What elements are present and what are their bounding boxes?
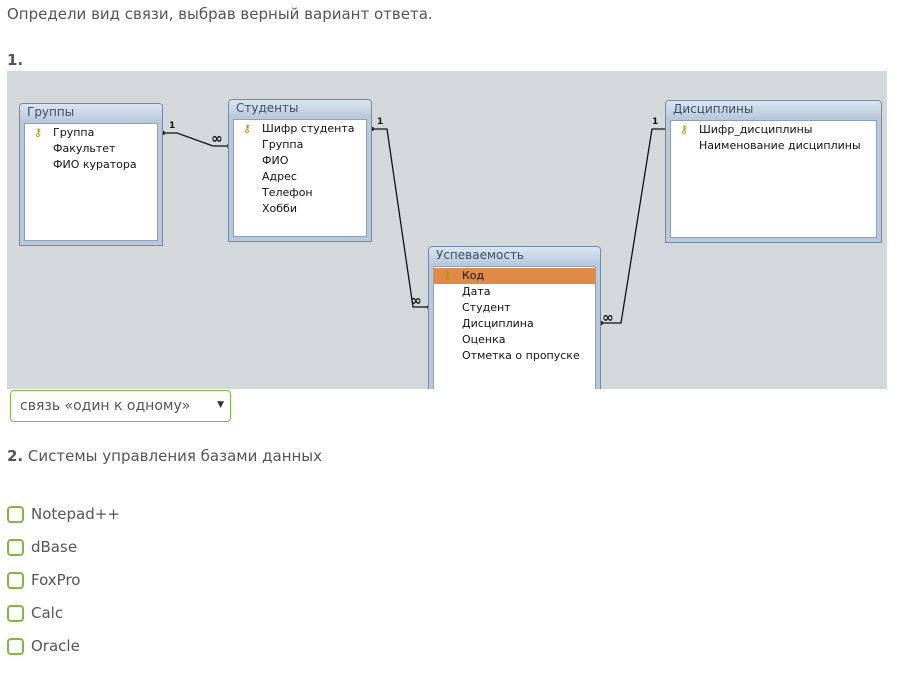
relation-line-disciplines-progress xyxy=(601,128,667,324)
instruction-text: Определи вид связи, выбрав верный вариан… xyxy=(7,5,433,23)
relation-one-label: 1 xyxy=(169,121,176,131)
table-field: Отметка о пропуске xyxy=(434,348,595,364)
field-label: Наименование дисциплины xyxy=(699,139,861,152)
field-label: Адрес xyxy=(262,170,297,183)
question-2-number: 2. xyxy=(7,447,24,465)
checkbox[interactable] xyxy=(7,605,24,622)
table-field: ФИО xyxy=(234,153,366,169)
table-field: ФИО куратора xyxy=(25,157,157,173)
table-field: Телефон xyxy=(234,185,366,201)
table-fields: ⚷ Шифр_дисциплины Наименование дисциплины xyxy=(670,120,877,238)
table-field-selected: ⚷ Код xyxy=(434,268,595,284)
option-label: FoxPro xyxy=(31,571,81,589)
question-2-text: 2. Системы управления базами данных xyxy=(7,447,322,465)
field-label: Отметка о пропуске xyxy=(462,349,580,362)
relation-line-groups-students xyxy=(163,132,229,147)
table-disciplines: Дисциплины ⚷ Шифр_дисциплины Наименование… xyxy=(665,100,882,243)
chevron-down-icon: ▼ xyxy=(217,400,224,410)
table-field: Адрес xyxy=(234,169,366,185)
relationship-diagram: 1 ∞ 1 ∞ 1 ∞ Группы ⚷ Группа Факультет ФИО… xyxy=(7,71,887,389)
checkbox[interactable] xyxy=(7,506,24,523)
checkbox[interactable] xyxy=(7,539,24,556)
table-field: Дисциплина xyxy=(434,316,595,332)
table-fields: ⚷Шифр студента Группа ФИО Адрес Телефон … xyxy=(233,119,367,237)
field-label: Студент xyxy=(462,301,511,314)
field-label: Дата xyxy=(462,285,491,298)
relation-line-students-progress xyxy=(372,128,429,308)
table-field: Дата xyxy=(434,284,595,300)
relation-many-label: ∞ xyxy=(602,310,614,326)
field-label: Оценка xyxy=(462,333,506,346)
relation-many-label: ∞ xyxy=(410,293,422,309)
field-label: Группа xyxy=(53,126,95,139)
answer-select-value: связь «один к одному» xyxy=(20,398,191,414)
question-2-label: Системы управления базами данных xyxy=(27,447,323,465)
field-label: ФИО xyxy=(262,154,289,167)
table-fields: ⚷ Код Дата Студент Дисциплина Оценка Отме… xyxy=(433,266,596,389)
table-title: Дисциплины xyxy=(666,101,881,117)
key-icon: ⚷ xyxy=(34,126,43,139)
table-field: ⚷ Шифр студента xyxy=(234,121,366,137)
field-label: Хобби xyxy=(262,202,297,215)
table-field: Оценка xyxy=(434,332,595,348)
table-field: Группа xyxy=(234,137,366,153)
checkbox[interactable] xyxy=(7,638,24,655)
field-label: Факультет xyxy=(53,142,116,155)
field-label: Дисциплина xyxy=(462,317,534,330)
table-field: Хобби xyxy=(234,201,366,217)
field-label: ФИО куратора xyxy=(53,158,137,171)
table-fields: ⚷ Группа Факультет ФИО куратора xyxy=(24,123,158,241)
option-label: Calc xyxy=(31,604,64,622)
table-progress: Успеваемость ⚷ Код Дата Студент Дисциплин… xyxy=(428,246,601,389)
table-field: ⚷ Шифр_дисциплины xyxy=(671,122,876,138)
key-icon: ⚷ xyxy=(443,269,452,282)
option-label: Notepad++ xyxy=(31,505,120,523)
relation-one-label: 1 xyxy=(377,117,384,127)
relation-many-label: ∞ xyxy=(211,131,223,147)
table-title: Успеваемость xyxy=(429,247,600,263)
field-label: Группа xyxy=(262,138,304,151)
table-title: Группы xyxy=(20,104,162,120)
key-icon: ⚷ xyxy=(680,123,689,136)
field-label: Шифр студента xyxy=(262,122,355,135)
question-1-number: 1. xyxy=(7,51,24,69)
field-label: Шифр_дисциплины xyxy=(699,123,813,136)
checkbox[interactable] xyxy=(7,572,24,589)
option-label: dBase xyxy=(31,538,78,556)
field-label: Код xyxy=(462,269,485,282)
field-label: Телефон xyxy=(262,186,313,199)
table-students: Студенты ⚷ Шифр студента Группа ФИО Адрес… xyxy=(228,99,372,242)
relation-one-label: 1 xyxy=(652,117,659,127)
table-field: Студент xyxy=(434,300,595,316)
table-title: Студенты xyxy=(229,100,371,116)
table-groups: Группы ⚷ Группа Факультет ФИО куратора xyxy=(19,103,163,246)
table-field: Факультет xyxy=(25,141,157,157)
table-field: ⚷ Группа xyxy=(25,125,157,141)
answer-select[interactable]: связь «один к одному» ▼ xyxy=(10,390,231,422)
table-field: Наименование дисциплины xyxy=(671,138,876,154)
option-label: Oracle xyxy=(31,637,80,655)
key-icon: ⚷ xyxy=(243,122,252,135)
